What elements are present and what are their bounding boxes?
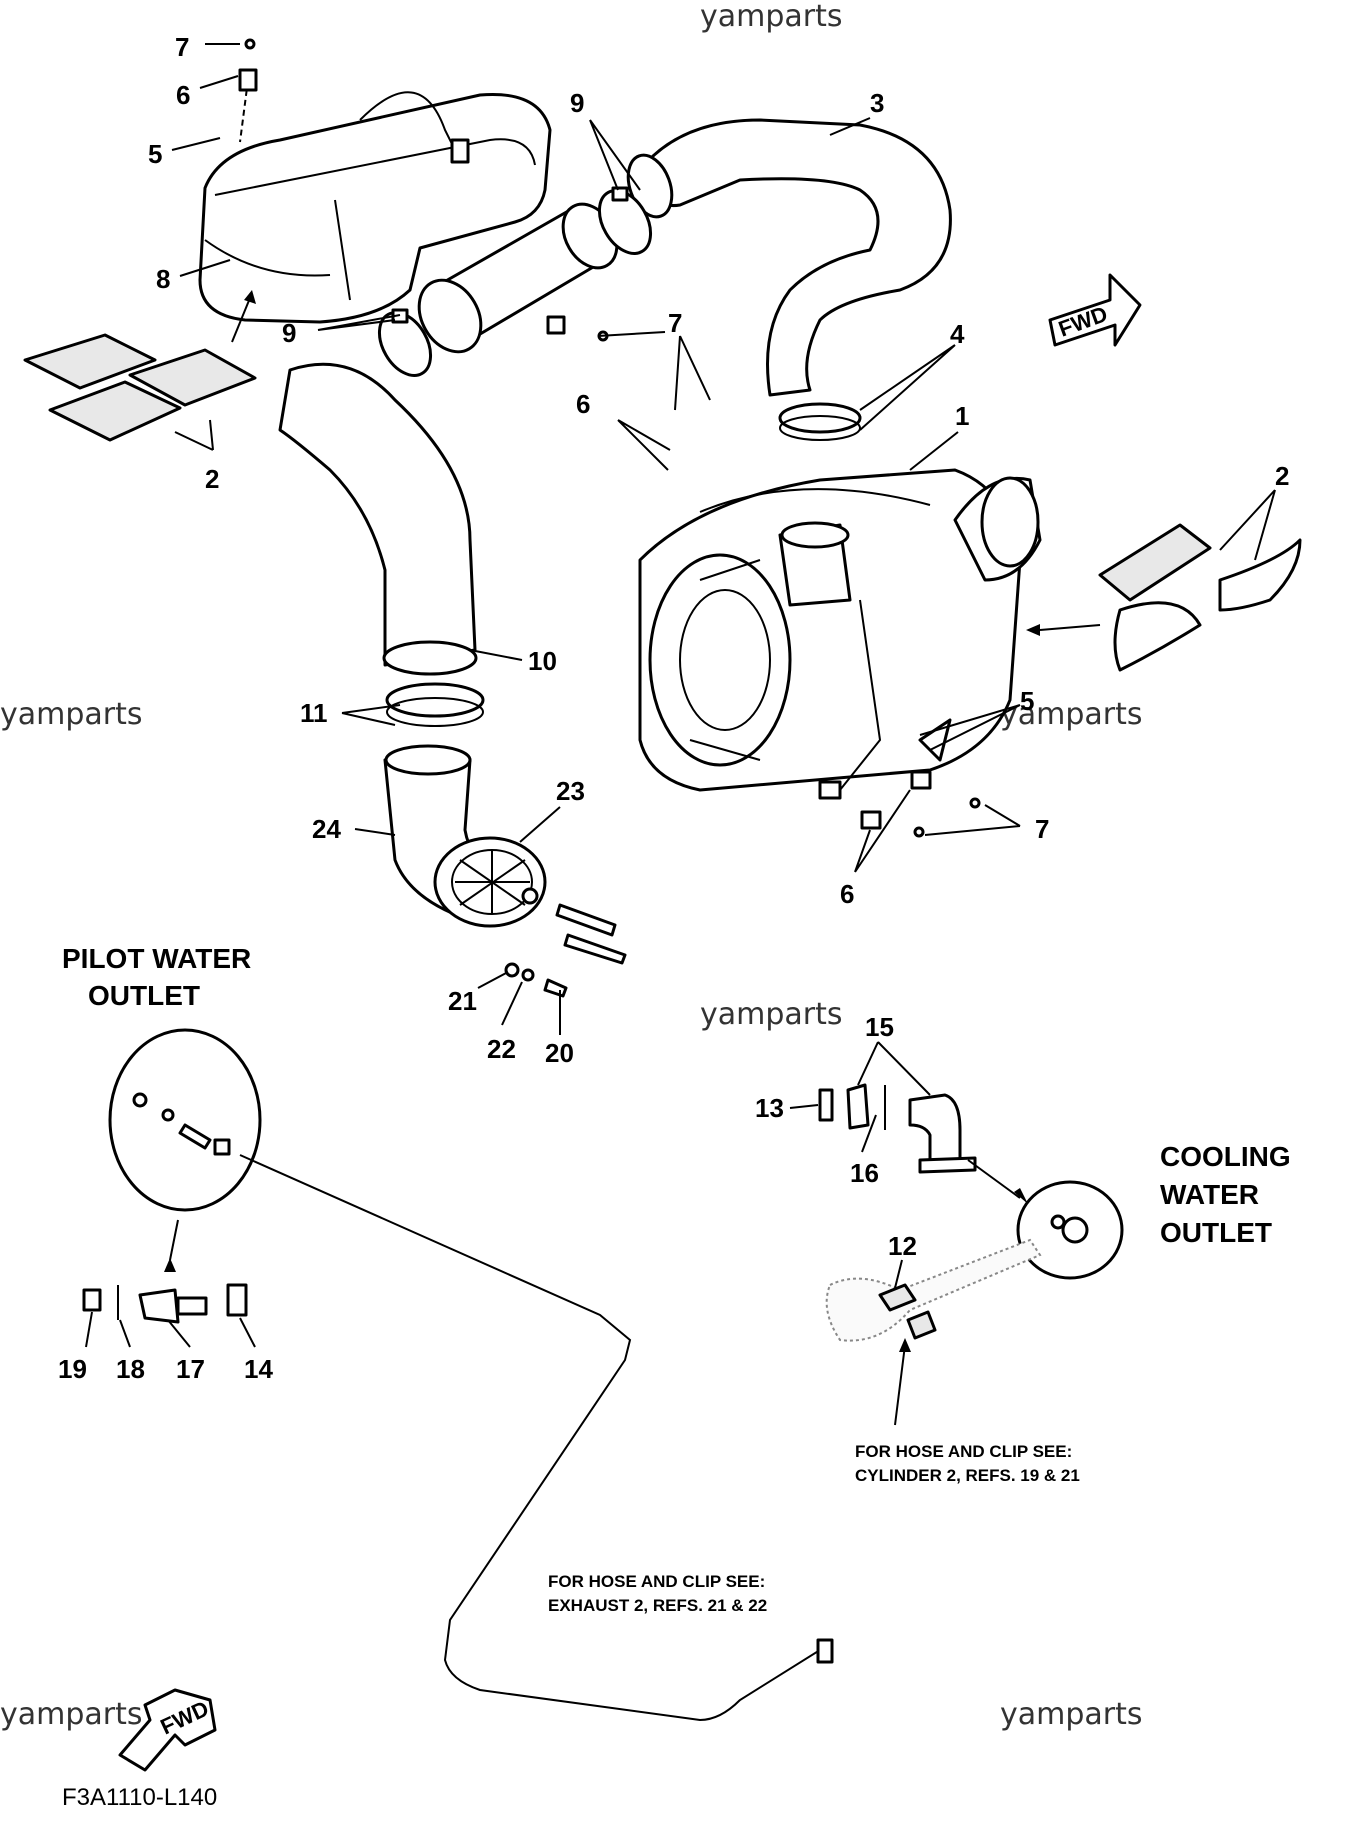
callout-24: 24 bbox=[312, 814, 341, 844]
water-box-1 bbox=[638, 468, 1042, 792]
callout-3: 3 bbox=[870, 88, 884, 118]
note-line: FOR HOSE AND CLIP SEE: bbox=[855, 1442, 1072, 1461]
callout-6: 6 bbox=[840, 879, 854, 909]
leader-lines bbox=[85, 43, 1276, 1348]
watermark: yamparts bbox=[0, 1697, 143, 1732]
callout-8: 8 bbox=[156, 264, 170, 294]
callout-13: 13 bbox=[755, 1093, 784, 1123]
watermark: yamparts bbox=[700, 997, 843, 1032]
pilot-detail-circle bbox=[108, 1028, 262, 1212]
callout-19: 19 bbox=[58, 1354, 87, 1384]
callout-23: 23 bbox=[556, 776, 585, 806]
callout-10: 10 bbox=[528, 646, 557, 676]
note-line: CYLINDER 2, REFS. 19 & 21 bbox=[855, 1466, 1080, 1485]
arrow-pilot bbox=[169, 1219, 179, 1261]
figure-code: F3A1110-L140 bbox=[62, 1784, 217, 1811]
note-line: FOR HOSE AND CLIP SEE: bbox=[548, 1572, 765, 1591]
callout-6: 6 bbox=[176, 80, 190, 110]
clamp-11 bbox=[385, 682, 485, 727]
arrow-head bbox=[164, 1258, 176, 1272]
callout-7: 7 bbox=[1035, 814, 1049, 844]
callout-7: 7 bbox=[175, 32, 189, 62]
callout-16: 16 bbox=[850, 1158, 879, 1188]
clamps-9 bbox=[377, 186, 653, 377]
cooling-hose-12 bbox=[825, 1238, 1042, 1342]
heading-line: WATER bbox=[1160, 1179, 1259, 1210]
callout-14: 14 bbox=[244, 1354, 273, 1384]
callout-1: 1 bbox=[955, 401, 969, 431]
heading-line: OUTLET bbox=[1160, 1217, 1272, 1248]
cover-23 bbox=[433, 836, 627, 965]
watermark: yamparts bbox=[0, 697, 143, 732]
callout-9: 9 bbox=[282, 318, 296, 348]
callout-21: 21 bbox=[448, 986, 477, 1016]
clip-6-mid bbox=[546, 315, 609, 342]
heading-line: COOLING bbox=[1160, 1141, 1291, 1172]
cooling-detail-circle bbox=[1016, 1180, 1124, 1280]
watermark: yamparts bbox=[700, 0, 843, 34]
exhaust-hose-note: FOR HOSE AND CLIP SEE: EXHAUST 2, REFS. … bbox=[548, 1572, 767, 1615]
callout-4: 4 bbox=[950, 319, 965, 349]
pilot-hose bbox=[239, 1154, 834, 1722]
callout-17: 17 bbox=[176, 1354, 205, 1384]
arrow-cooling bbox=[967, 1159, 1021, 1199]
heading-line: OUTLET bbox=[88, 980, 200, 1011]
pilot-water-outlet-heading: PILOT WATER OUTLET bbox=[62, 943, 251, 1011]
arrow-head bbox=[899, 1338, 911, 1352]
callout-2: 2 bbox=[205, 464, 219, 494]
arrow-pads-to-box bbox=[231, 297, 251, 343]
bolt-20 bbox=[504, 962, 568, 998]
callout-11: 11 bbox=[300, 698, 328, 728]
filter-pads-left bbox=[23, 333, 257, 442]
callout-15: 15 bbox=[865, 1012, 894, 1042]
arrow-head bbox=[244, 290, 256, 304]
arrow-head bbox=[1014, 1188, 1028, 1204]
heading-line: PILOT WATER bbox=[62, 943, 251, 974]
arrow-pads-to-box bbox=[1039, 624, 1101, 631]
callout-12: 12 bbox=[888, 1231, 917, 1261]
watermarks: yamparts yamparts yamparts yamparts yamp… bbox=[0, 0, 1143, 1732]
callout-22: 22 bbox=[487, 1034, 516, 1064]
arrow-head bbox=[1026, 624, 1040, 636]
upper-hose-3 bbox=[626, 118, 952, 397]
fwd-arrow-bottom: FWD bbox=[118, 1688, 217, 1772]
filter-pads-right bbox=[1098, 523, 1302, 672]
callout-6: 6 bbox=[576, 389, 590, 419]
callouts: 7 6 5 8 9 9 3 7 6 4 1 2 2 10 11 5 24 23 … bbox=[58, 32, 1289, 1384]
clip-6-lower bbox=[860, 770, 981, 838]
callout-5: 5 bbox=[148, 139, 162, 169]
watermark: yamparts bbox=[1000, 697, 1143, 732]
clamp-4 bbox=[778, 402, 862, 441]
cooling-hose-note: FOR HOSE AND CLIP SEE: CYLINDER 2, REFS.… bbox=[855, 1442, 1080, 1485]
note-line: EXHAUST 2, REFS. 21 & 22 bbox=[548, 1596, 767, 1615]
callout-9: 9 bbox=[570, 88, 584, 118]
cooling-parts-row bbox=[818, 1083, 977, 1174]
arrow-cooling-hose bbox=[894, 1344, 906, 1426]
lower-hose-10 bbox=[278, 362, 478, 676]
watermark: yamparts bbox=[1000, 1697, 1143, 1732]
callout-20: 20 bbox=[545, 1038, 574, 1068]
pilot-parts-row bbox=[82, 1283, 248, 1324]
fwd-arrow-top: FWD bbox=[1048, 273, 1142, 347]
callout-18: 18 bbox=[116, 1354, 145, 1384]
callout-7: 7 bbox=[668, 308, 682, 338]
callout-5: 5 bbox=[1020, 686, 1034, 716]
clip-6-top bbox=[238, 38, 258, 92]
callout-2: 2 bbox=[1275, 461, 1289, 491]
cooling-water-outlet-heading: COOLING WATER OUTLET bbox=[1160, 1141, 1291, 1248]
